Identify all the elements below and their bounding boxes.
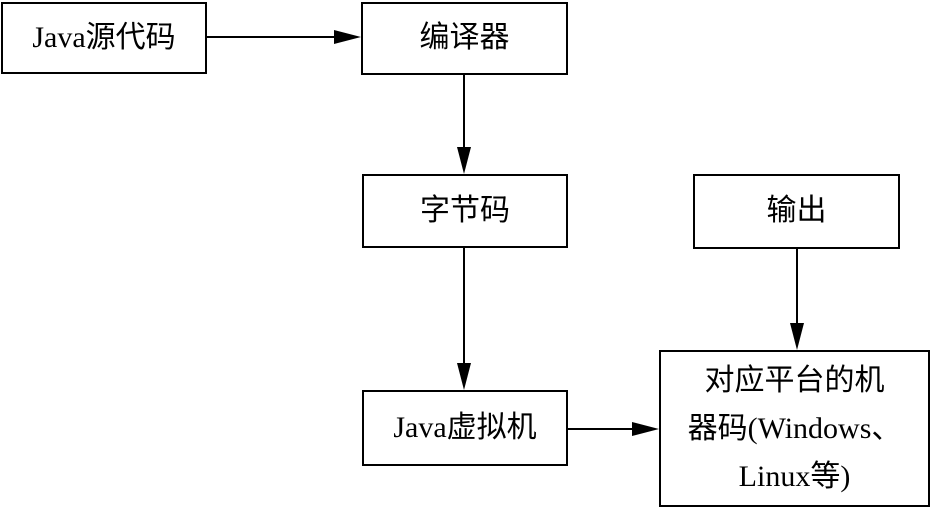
node-compiler-label: 编译器 <box>419 21 510 55</box>
arrowhead-right-icon <box>632 422 659 436</box>
node-machine-code: 对应平台的机 器码(Windows、 Linux等) <box>659 350 930 507</box>
node-java-source: Java源代码 <box>1 2 207 74</box>
node-jvm: Java虚拟机 <box>362 390 568 466</box>
node-output: 输出 <box>693 174 900 249</box>
node-machine-code-line1: 对应平台的机 <box>704 363 885 397</box>
node-jvm-label: Java虚拟机 <box>393 410 537 444</box>
node-compiler: 编译器 <box>361 2 568 75</box>
arrowhead-right-icon <box>334 30 361 44</box>
node-machine-code-line3: Linux等) <box>738 459 851 493</box>
arrow-output-to-machine <box>790 249 804 350</box>
arrow-jvm-to-machine <box>568 422 659 436</box>
node-machine-code-line2: 器码(Windows、 <box>687 411 902 445</box>
node-bytecode: 字节码 <box>362 174 568 248</box>
node-bytecode-label: 字节码 <box>420 193 510 227</box>
arrow-source-to-compiler <box>207 30 361 44</box>
node-java-source-label: Java源代码 <box>32 20 176 54</box>
node-output-label: 输出 <box>766 194 827 228</box>
arrowhead-down-icon <box>457 363 471 390</box>
arrowhead-down-icon <box>457 147 471 174</box>
arrowhead-down-icon <box>790 323 804 350</box>
arrow-compiler-to-bytecode <box>457 75 471 174</box>
arrow-bytecode-to-jvm <box>457 248 471 390</box>
